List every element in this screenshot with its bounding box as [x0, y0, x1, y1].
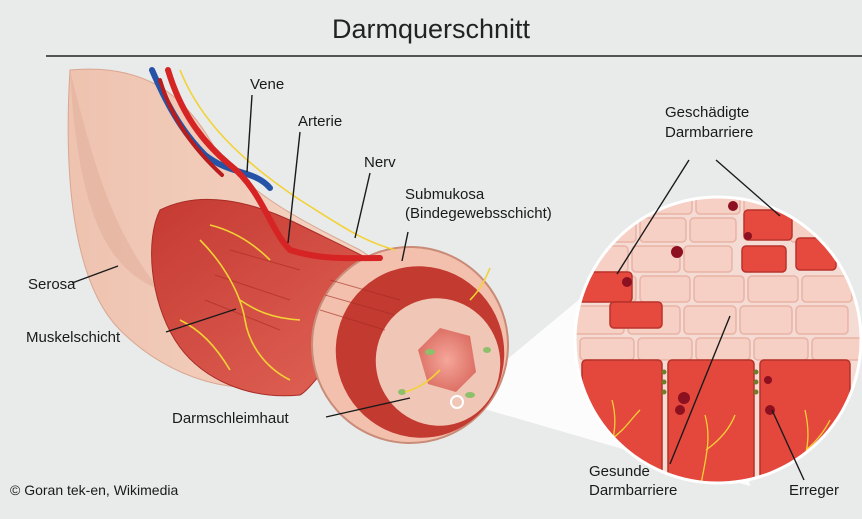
diagram-title: Darmquerschnitt	[0, 14, 862, 45]
label-serosa: Serosa	[28, 276, 76, 294]
label-vene: Vene	[250, 76, 284, 94]
label-geschaedigte-2: Darmbarriere	[665, 124, 753, 142]
label-gesunde-1: Gesunde	[589, 463, 650, 481]
label-submukosa-2: (Bindegewebsschicht)	[405, 205, 552, 223]
label-arterie: Arterie	[298, 113, 342, 131]
label-muskelschicht: Muskelschicht	[26, 329, 120, 347]
label-gesunde-2: Darmbarriere	[589, 482, 677, 500]
label-darmschleimhaut: Darmschleimhaut	[172, 410, 289, 428]
label-erreger: Erreger	[789, 482, 839, 500]
label-nerv: Nerv	[364, 154, 396, 172]
image-credit: © Goran tek-en, Wikimedia	[10, 482, 178, 498]
label-geschaedigte-1: Geschädigte	[665, 104, 749, 122]
label-submukosa-1: Submukosa	[405, 186, 484, 204]
